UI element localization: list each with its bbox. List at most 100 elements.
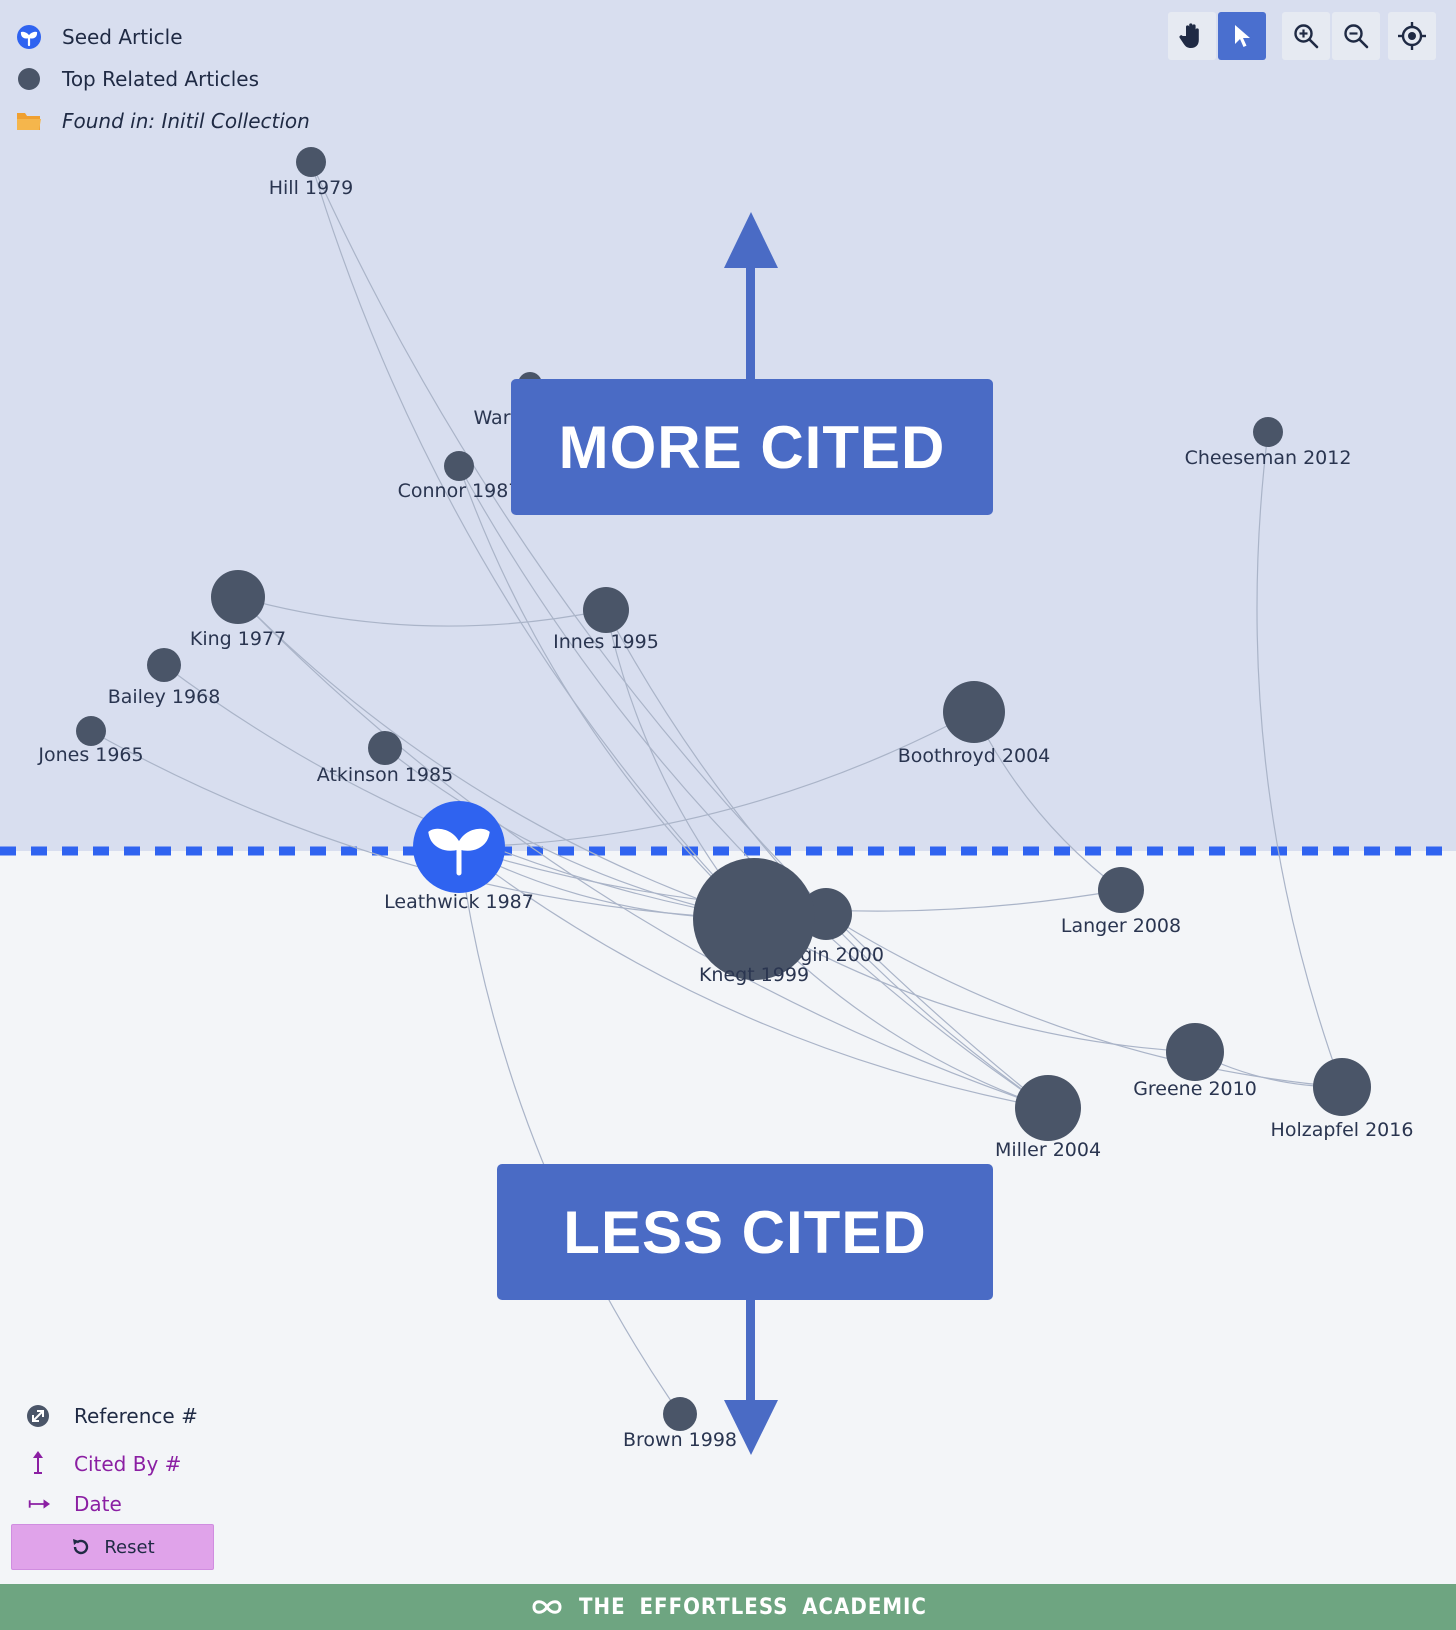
more-cited-banner: MORE CITED [511,379,993,515]
footer-brand-bar: THE EFFORTLESS ACADEMIC [0,1584,1456,1630]
legend-seed-row: Seed Article [16,16,310,58]
cited-by-axis-option[interactable]: Cited By # [26,1444,198,1484]
citation-edge-leathwick-brown [458,846,681,1415]
less-cited-arrow [724,1298,778,1455]
article-node-circle[interactable] [1253,417,1283,447]
article-node-label: Hill 1979 [269,177,354,199]
article-node-circle[interactable] [1098,867,1144,913]
article-node-label: Miller 2004 [995,1139,1101,1161]
article-node-leathwick[interactable]: Leathwick 1987 [384,801,534,913]
article-node-label: Greene 2010 [1133,1078,1257,1100]
edges-layer [90,161,1343,1415]
citation-edge-king-innes [237,596,607,627]
cited-by-label: Cited By # [74,1452,182,1476]
article-node-bailey[interactable]: Bailey 1968 [108,648,221,708]
article-node-circle[interactable] [76,716,106,746]
article-node-circle[interactable] [693,858,815,980]
footer-brand-text: THE EFFORTLESS ACADEMIC [579,1594,927,1620]
article-node-label: Knegt 1999 [699,964,809,986]
article-node-circle[interactable] [663,1397,697,1431]
article-node-connor[interactable]: Connor 1987 [398,451,521,502]
citation-edge-cheeseman-holzapfel [1256,431,1343,1088]
crosshair-icon [1398,22,1426,50]
article-node-label: Boothroyd 2004 [898,745,1051,767]
article-node-king[interactable]: King 1977 [190,570,286,650]
select-tool-button[interactable] [1218,12,1266,60]
article-node-label: Innes 1995 [553,631,659,653]
recenter-button[interactable] [1388,12,1436,60]
article-node-langer[interactable]: Langer 2008 [1061,867,1181,937]
citation-edge-leathwick-miller [458,846,1049,1109]
legend-related-label: Top Related Articles [62,67,260,91]
article-node-miller[interactable]: Miller 2004 [995,1075,1101,1161]
legend-found-label: Found in: Initil Collection [62,109,310,133]
article-node-circle[interactable] [583,587,629,633]
reference-axis-option[interactable]: Reference # [26,1396,198,1436]
legend-found-row: Found in: Initil Collection [16,100,310,142]
article-node-circle[interactable] [147,648,181,682]
article-node-atkinson[interactable]: Atkinson 1985 [317,731,453,786]
infinity-icon [532,1600,562,1614]
article-node-cheeseman[interactable]: Cheeseman 2012 [1185,417,1352,469]
hand-icon [1179,23,1199,48]
citation-edge-hill-miller [310,161,1049,1109]
article-node-circle[interactable] [296,147,326,177]
article-node-label: Cheeseman 2012 [1185,447,1352,469]
article-node-label: Langer 2008 [1061,915,1181,937]
article-node-label: Brown 1998 [623,1429,737,1451]
zoom-in-button[interactable] [1282,12,1330,60]
citation-edge-connor-miller [458,465,1049,1109]
zoom-out-button[interactable] [1332,12,1380,60]
article-node-jones[interactable]: Jones 1965 [37,716,144,766]
article-node-brown[interactable]: Brown 1998 [623,1397,737,1451]
article-node-circle[interactable] [1166,1023,1224,1081]
less-cited-banner: LESS CITED [497,1164,993,1300]
article-node-innes[interactable]: Innes 1995 [553,587,659,653]
graph-legend: Seed Article Top Related Articles Found … [16,16,310,142]
citation-edge-knegt-greene [753,918,1196,1053]
article-node-label: King 1977 [190,628,286,650]
citation-edge-leathwick-boothroyd [458,711,975,848]
article-node-circle[interactable] [211,570,265,624]
article-node-boothroyd[interactable]: Boothroyd 2004 [898,681,1051,767]
reset-button[interactable]: Reset [11,1524,214,1570]
axis-controls: Reference # Cited By # Date [26,1396,198,1524]
date-axis-option[interactable]: Date [26,1484,198,1524]
reference-icon [26,1404,50,1428]
citation-edge-hill-knegt [310,161,755,920]
article-node-label: Atkinson 1985 [317,764,453,786]
article-node-circle[interactable] [943,681,1005,743]
article-node-label: War [473,407,510,429]
article-node-label: Bailey 1968 [108,686,221,708]
pan-tool-button[interactable] [1168,12,1216,60]
article-node-knegt[interactable]: Knegt 1999 [693,858,815,986]
article-node-circle[interactable] [368,731,402,765]
vertical-arrows-icon [26,1451,50,1477]
pointer-icon [1235,25,1250,47]
legend-seed-label: Seed Article [62,25,183,49]
reference-label: Reference # [74,1404,198,1428]
article-node-label: Leathwick 1987 [384,891,534,913]
reset-label: Reset [104,1536,155,1558]
horizontal-arrows-icon [26,1497,50,1511]
related-node-icon [16,66,42,92]
reset-icon [73,1539,89,1555]
article-node-label: Jones 1965 [37,744,143,766]
article-node-circle[interactable] [1313,1058,1371,1116]
article-node-circle[interactable] [1015,1075,1081,1141]
citation-edge-king-knegt [237,596,755,920]
zoom-out-icon [1344,24,1369,49]
citation-edge-bergin-holzapfel [825,913,1343,1088]
citation-edge-king-miller [237,596,1049,1109]
date-label: Date [74,1492,122,1516]
article-node-label: Connor 1987 [398,480,521,502]
article-node-hill[interactable]: Hill 1979 [269,147,354,199]
seed-sprout-icon [428,828,490,876]
article-node-holzapfel[interactable]: Holzapfel 2016 [1271,1058,1414,1141]
article-node-circle[interactable] [444,451,474,481]
citation-edge-connor-knegt [458,465,755,920]
article-node-greene[interactable]: Greene 2010 [1133,1023,1257,1100]
